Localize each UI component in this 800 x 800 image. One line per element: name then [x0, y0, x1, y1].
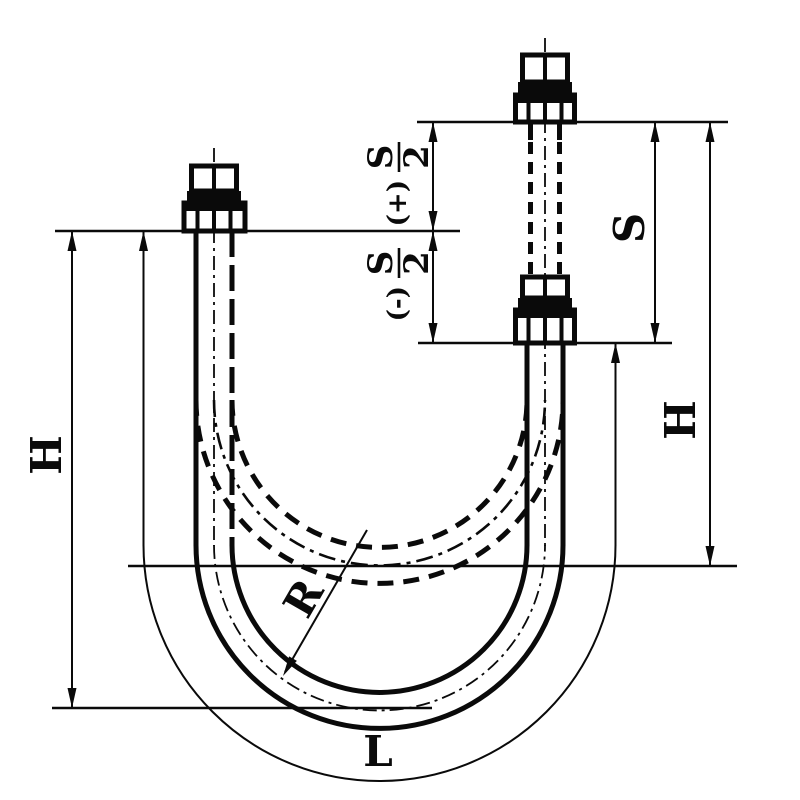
solid-bend-outer-arc: [193, 544, 566, 731]
left-nut-lower-band: [184, 203, 245, 211]
label-minus-sign: (-): [383, 286, 413, 321]
dimension-height-right: [705, 122, 715, 566]
arrow-radius: [283, 656, 297, 676]
label-height-left: H: [22, 435, 71, 475]
arrow-H-left-top: [67, 231, 77, 251]
label-half-minus-numerator: S: [361, 251, 401, 276]
right-top-nut-assembly: [513, 52, 577, 125]
label-half-minus: (-) S 2: [361, 248, 437, 321]
raised-bend-inner-arc: [229, 399, 530, 550]
solid-bend-inner-arc: [229, 544, 530, 695]
raised-bend-outer-arc: [193, 399, 566, 586]
right-lower-nut-assembly: [513, 274, 577, 346]
dimension-half-spread: [428, 122, 438, 343]
arrow-S-half-minus-top: [428, 231, 438, 251]
arrow-S-top: [650, 122, 660, 142]
arrow-S-half-plus-bottom: [428, 211, 438, 231]
bolt-centerlines: [213, 38, 546, 712]
label-spread-total: S: [605, 213, 654, 243]
dimension-bend-radius: [283, 529, 368, 676]
arrow-H-left-bottom: [67, 688, 77, 708]
right-top-nut-washer-band: [518, 82, 572, 95]
right-lower-nut-washer-band: [518, 298, 572, 310]
raised-bend-dashed: [193, 399, 566, 586]
label-bend-radius: R: [274, 570, 334, 626]
label-half-plus-numerator: S: [361, 145, 401, 170]
radius-line: [284, 529, 368, 673]
solid-bend-centerline-arc: [213, 544, 546, 712]
label-half-plus: (+) S 2: [361, 142, 437, 226]
right-bolt-thread-shank: [528, 122, 562, 277]
developed-length-construction: [139, 231, 620, 782]
left-nut-assembly: [181, 163, 248, 234]
label-height-right: H: [656, 400, 705, 440]
u-bolt-solid-body: [193, 231, 566, 731]
length-arc: [142, 544, 617, 782]
arrow-H-right-top: [705, 122, 715, 142]
label-plus-sign: (+): [383, 180, 413, 226]
labels: H H S (+) S 2 (-) S 2 R L: [22, 142, 705, 776]
arrow-S-half-plus-top: [428, 122, 438, 142]
label-half-plus-denominator: 2: [397, 145, 437, 169]
arrow-S-bottom: [650, 323, 660, 343]
right-lower-nut-lower-band: [515, 310, 575, 318]
dimension-spread-total: [650, 122, 660, 343]
left-nut-washer-band: [187, 191, 241, 203]
arrow-S-half-minus-bottom: [428, 323, 438, 343]
length-arrow-right: [611, 343, 620, 363]
label-developed-length: L: [363, 727, 393, 776]
arrow-H-right-bottom: [705, 546, 715, 566]
dimension-height-left: [67, 231, 77, 708]
right-top-nut-lower-band: [515, 95, 575, 103]
length-arrow-left: [139, 231, 148, 251]
label-half-minus-denominator: 2: [397, 251, 437, 275]
